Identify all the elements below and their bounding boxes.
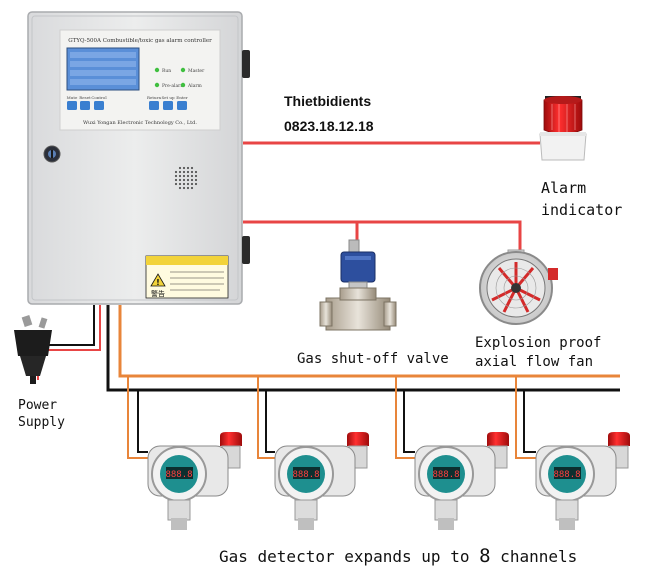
pre-alarm-led-icon <box>154 82 160 88</box>
indicator-pre-alarm-label: Pre-alarm <box>162 83 185 89</box>
master-led-icon <box>180 67 186 73</box>
hinge-bottom <box>242 236 250 264</box>
watermark-name: Thietbidients <box>284 93 371 109</box>
svg-text:Enter: Enter <box>176 95 187 100</box>
gas-detector-4: 888.8 <box>535 432 630 530</box>
gas-detector-2: 888.8 <box>274 432 369 530</box>
warning-triangle-icon <box>150 273 166 287</box>
valve-label: Gas shut-off valve <box>297 351 449 367</box>
svg-text:Return: Return <box>147 95 161 100</box>
fan-wire <box>243 220 522 250</box>
svg-text:Control: Control <box>91 95 107 100</box>
alarm-indicator-label-line1: Alarm <box>541 179 586 197</box>
status-indicators: Run Master Pre-alarm Alarm <box>154 67 205 89</box>
alarm-controller: GTYQ-500A Combustible/toxic gas alarm co… <box>27 11 250 305</box>
gas-detector-3: 888.8 <box>414 432 509 530</box>
svg-text:Mute: Mute <box>67 95 78 100</box>
power-wire-black <box>30 305 95 346</box>
detector-beacon-icon <box>347 432 369 446</box>
run-led-icon <box>154 67 160 73</box>
alarm-beacon-icon <box>539 96 587 161</box>
manufacturer-label: Wuxi Yongan Electronic Technology Co., L… <box>83 120 197 126</box>
fan-label-line1: Explosion proof <box>475 335 601 351</box>
detector-beacon-icon <box>220 432 242 446</box>
wiring <box>30 141 620 459</box>
gas-shut-off-valve-icon <box>319 239 397 331</box>
reset-button[interactable] <box>80 101 90 110</box>
channel-count: 8 <box>479 545 490 567</box>
detector-beacon-icon <box>608 432 630 446</box>
detector-reading: 888.8 <box>165 470 192 480</box>
speaker-grille-icon <box>174 166 198 190</box>
detector-beacon-icon <box>487 432 509 446</box>
watermark-phone: 0823.18.12.18 <box>284 118 374 134</box>
indicator-master-label: Master <box>188 68 205 74</box>
control-buttons: Mute Reset Control Return Set up Enter <box>67 95 188 110</box>
indicator-run-label: Run <box>162 68 171 74</box>
set-up-button[interactable] <box>163 101 173 110</box>
svg-text:!: ! <box>156 278 160 287</box>
mute-button[interactable] <box>67 101 77 110</box>
warning-text: 警告 <box>151 289 165 298</box>
detector-drops <box>127 376 536 459</box>
power-supply-label-line2: Supply <box>18 415 65 430</box>
axial-fan-icon <box>479 249 558 325</box>
control-button[interactable] <box>94 101 104 110</box>
hinge-top <box>242 50 250 78</box>
alarm-led-icon <box>180 82 186 88</box>
controller-title: GTYQ-500A Combustible/toxic gas alarm co… <box>68 38 212 44</box>
orange-bus-wire <box>118 305 620 378</box>
svg-text:Reset: Reset <box>79 95 91 100</box>
detectors-caption: Gas detector expands up to 8 channels <box>219 545 577 567</box>
black-bus-wire <box>106 305 620 392</box>
detector-reading: 888.8 <box>292 470 319 480</box>
detector-reading: 888.8 <box>432 470 459 480</box>
detector-reading: 888.8 <box>553 470 580 480</box>
gas-detector-1: 888.8 <box>147 432 242 530</box>
return-button[interactable] <box>149 101 159 110</box>
power-supply-label-line1: Power <box>18 398 57 413</box>
svg-text:Set up: Set up <box>161 95 175 100</box>
fan-label-line2: axial flow fan <box>475 354 593 370</box>
indicator-alarm-label: Alarm <box>187 83 203 89</box>
enter-button[interactable] <box>177 101 187 110</box>
alarm-indicator-label-line2: indicator <box>541 201 622 219</box>
lcd-readings <box>70 52 136 85</box>
power-plug-icon <box>14 315 52 384</box>
